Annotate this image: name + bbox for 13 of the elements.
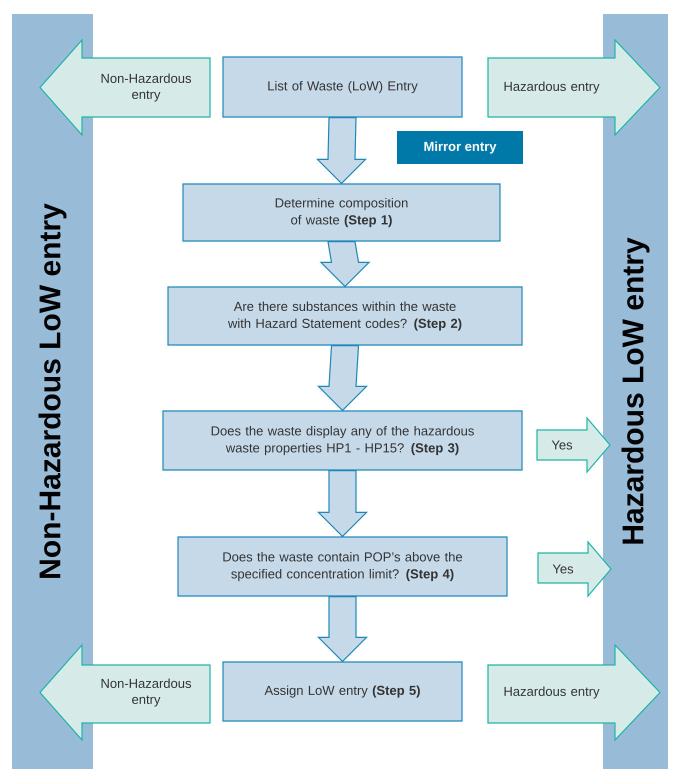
process-box: Determine composition of waste (Step 1) — [182, 183, 501, 242]
process-box: Does the waste contain POP’s above the specified concentration limit? (Step 4) — [177, 536, 508, 597]
block-arrow — [316, 117, 367, 184]
process-box: Are there substances within the waste with Hazard Statement codes? (Step 2) — [167, 286, 523, 346]
block-arrow — [317, 596, 368, 662]
process-box: Assign LoW entry (Step 5) — [222, 661, 463, 722]
process-box: Does the waste display any of the hazardous waste properties HP1 - HP15? (Step 3) — [162, 410, 523, 471]
side-band: Non-Hazardous LoW entry — [12, 14, 93, 769]
block-arrow — [320, 241, 370, 288]
block-arrow — [317, 470, 368, 538]
tag-box: Mirror entry — [397, 131, 523, 164]
process-box: List of Waste (LoW) Entry — [222, 56, 463, 118]
block-arrow — [317, 345, 368, 412]
